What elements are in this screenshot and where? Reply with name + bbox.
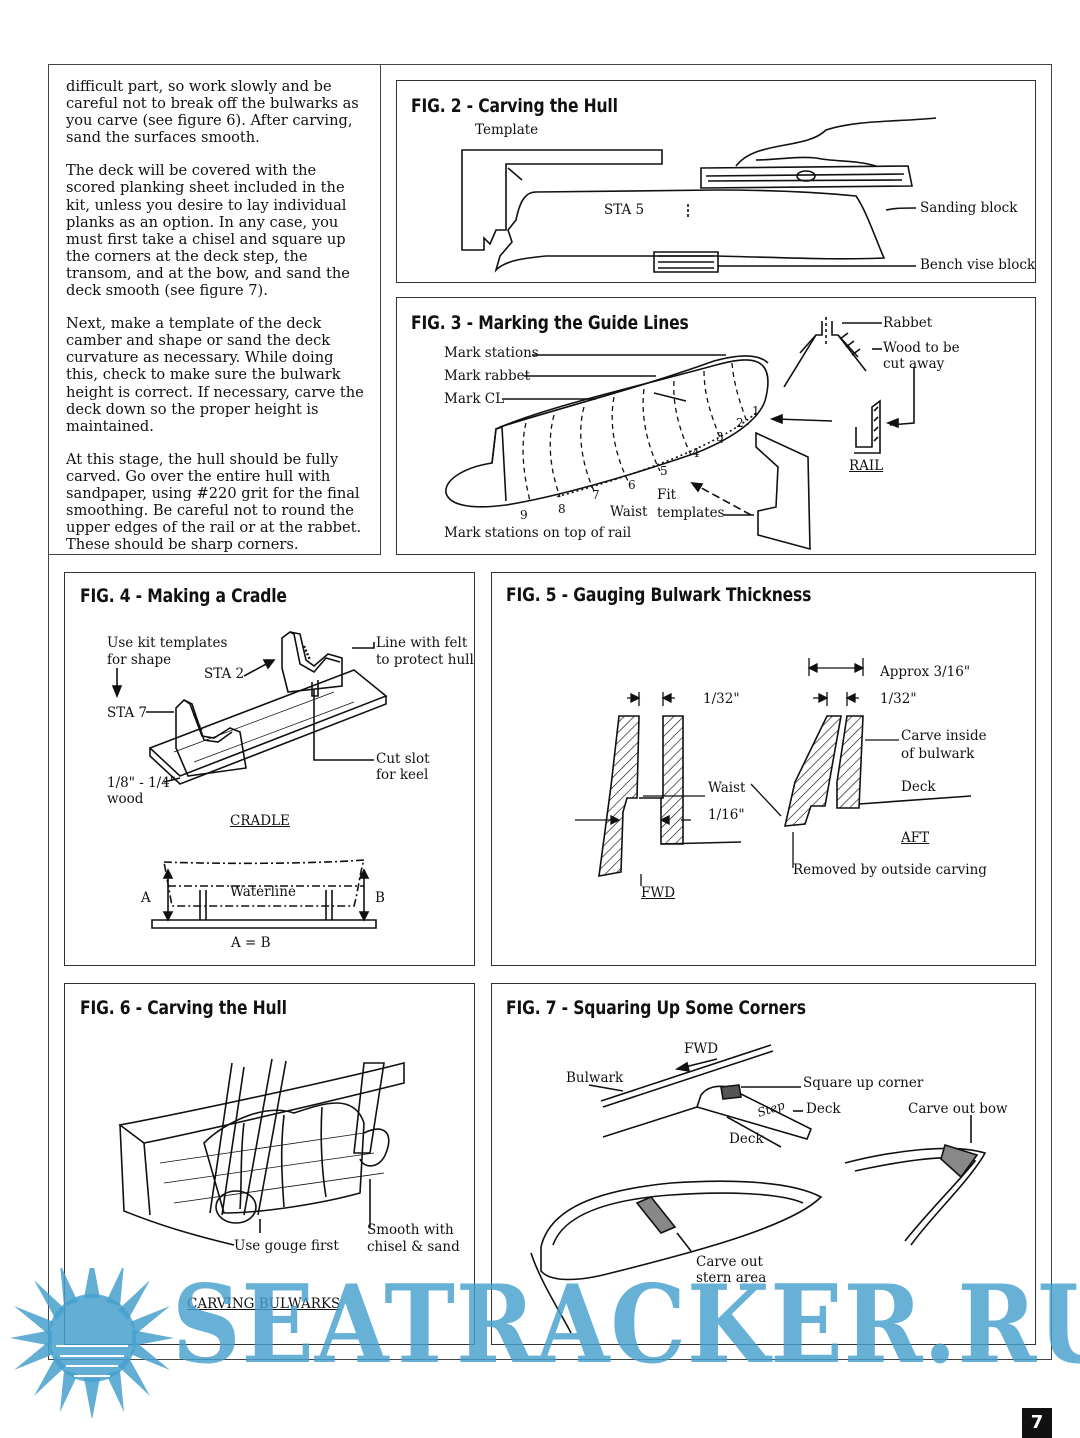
fig3-station-2: 2 — [736, 416, 744, 430]
fig3-station-5: 5 — [660, 464, 668, 478]
figure-5-title: FIG. 5 - Gauging Bulwark Thickness — [506, 584, 812, 606]
figure-4-box — [64, 572, 475, 966]
fig5-dim2-label: 1/32" — [880, 691, 917, 707]
body-paragraph-2: The deck will be covered with the scored… — [66, 162, 350, 300]
fig5-dim3-label: 1/16" — [708, 807, 745, 823]
figure-3-title: FIG. 3 - Marking the Guide Lines — [411, 312, 689, 334]
fig7-square-corner-label: Square up corner — [803, 1075, 924, 1091]
fig4-use-kit-label-2: for shape — [107, 652, 172, 668]
fig7-deck-label-2: Deck — [729, 1131, 764, 1147]
fig5-fwd-label: FWD — [641, 885, 676, 901]
fig2-bench-vise-label: Bench vise block — [920, 257, 1036, 273]
fig6-smooth-label-2: chisel & sand — [367, 1239, 460, 1255]
fig3-station-4: 4 — [692, 446, 700, 460]
fig5-aft-label: AFT — [901, 830, 930, 846]
fig3-station-8: 8 — [558, 502, 566, 516]
body-paragraph-3: Next, make a template of the deck camber… — [66, 315, 364, 435]
fig3-mark-cl-label: Mark CL — [444, 391, 505, 407]
fig7-deck-label-1: Deck — [806, 1101, 841, 1117]
watermark-sunburst-logo — [10, 1268, 174, 1418]
fig5-carve-label-2: of bulwark — [901, 746, 975, 762]
fig3-fit-label-2: templates — [657, 505, 725, 521]
fig4-a-label: A — [141, 890, 151, 906]
fig3-fit-label-1: Fit — [657, 487, 677, 503]
fig4-waterline-label: Waterline — [230, 884, 296, 900]
figure-2-title: FIG. 2 - Carving the Hull — [411, 95, 618, 117]
fig3-station-9: 9 — [520, 508, 528, 522]
figure-4-title: FIG. 4 - Making a Cradle — [80, 585, 287, 607]
figure-2-box — [396, 80, 1036, 283]
fig4-b-label: B — [375, 890, 385, 906]
fig7-step-label: Step — [756, 1098, 787, 1120]
fig3-station-1: 1 — [752, 404, 760, 418]
body-paragraph-4: At this stage, the hull should be fully … — [66, 450, 362, 554]
figure-7-box — [491, 983, 1036, 1345]
fig4-line-felt-label-1: Line with felt — [376, 635, 468, 651]
fig6-gouge-label: Use gouge first — [234, 1238, 339, 1254]
fig5-dim1-label: 1/32" — [703, 691, 740, 707]
fig4-a-eq-b-label: A = B — [231, 935, 271, 951]
fig4-cut-slot-label-2: for keel — [376, 767, 429, 783]
figure-6-title: FIG. 6 - Carving the Hull — [80, 997, 287, 1019]
figure-3-box — [396, 297, 1036, 555]
fig7-stern-label-1: Carve out — [696, 1254, 763, 1270]
figure-7-drawing: Step — [491, 983, 1036, 1345]
fig4-cradle-label: CRADLE — [230, 813, 290, 829]
fig5-approx-label: Approx 3/16" — [880, 664, 971, 680]
page-frame — [48, 64, 1052, 1360]
figure-6-box — [64, 983, 475, 1345]
fig5-waist-label: Waist — [708, 780, 746, 796]
fig7-stern-label-2: stern area — [696, 1270, 767, 1286]
fig3-waist-label: Waist — [610, 504, 648, 520]
fig7-carve-bow-label: Carve out bow — [908, 1101, 1008, 1117]
figure-4-drawing — [64, 572, 475, 966]
fig3-mark-rabbet-label: Mark rabbet — [444, 368, 530, 384]
fig3-station-3: 3 — [716, 430, 724, 444]
fig4-sta7-label: STA 7 — [107, 705, 148, 721]
fig4-use-kit-label-1: Use kit templates — [107, 635, 228, 651]
fig3-mark-top-rail-label: Mark stations on top of rail — [444, 525, 632, 541]
fig3-wood-cut-label-1: Wood to be — [883, 340, 960, 356]
fig7-fwd-label: FWD — [684, 1041, 719, 1057]
figure-2-drawing — [396, 80, 1036, 283]
fig6-caption: CARVING BULWARKS — [187, 1296, 341, 1312]
fig4-wood-label-1: 1/8" - 1/4" — [107, 775, 177, 791]
fig3-wood-cut-label-2: cut away — [883, 356, 945, 372]
fig7-bulwark-label: Bulwark — [566, 1070, 624, 1086]
fig3-station-7: 7 — [592, 488, 600, 502]
figure-7-title: FIG. 7 - Squaring Up Some Corners — [506, 997, 806, 1019]
fig4-line-felt-label-2: to protect hull — [376, 652, 474, 668]
fig2-template-label: Template — [475, 122, 539, 138]
fig6-smooth-label-1: Smooth with — [367, 1222, 454, 1238]
page-number: 7 — [1022, 1408, 1052, 1438]
figure-5-box — [491, 572, 1036, 966]
fig4-wood-label-2: wood — [107, 791, 144, 807]
fig5-carve-label-1: Carve inside — [901, 728, 987, 744]
fig2-sta5-label: STA 5 — [604, 202, 645, 218]
watermark-text: SEATRACKER.RU — [172, 1262, 1080, 1388]
fig3-rabbet-label: Rabbet — [883, 315, 933, 331]
fig3-mark-stations-label: Mark stations — [444, 345, 539, 361]
fig5-removed-label: Removed by outside carving — [793, 862, 987, 878]
figure-3-drawing: 1 2 3 4 5 6 7 8 9 — [396, 297, 1036, 555]
fig5-deck-label: Deck — [901, 779, 936, 795]
figure-6-drawing — [64, 983, 475, 1345]
fig4-cut-slot-label-1: Cut slot — [376, 751, 430, 767]
fig3-station-6: 6 — [628, 478, 636, 492]
fig2-sanding-block-label: Sanding block — [920, 200, 1018, 216]
body-text-column: difficult part, so work slowly and be ca… — [48, 64, 381, 555]
figure-5-drawing — [491, 572, 1036, 966]
fig4-sta2-label: STA 2 — [204, 666, 245, 682]
fig3-rail-label: RAIL — [849, 458, 884, 474]
body-paragraph-1: difficult part, so work slowly and be ca… — [66, 78, 359, 147]
